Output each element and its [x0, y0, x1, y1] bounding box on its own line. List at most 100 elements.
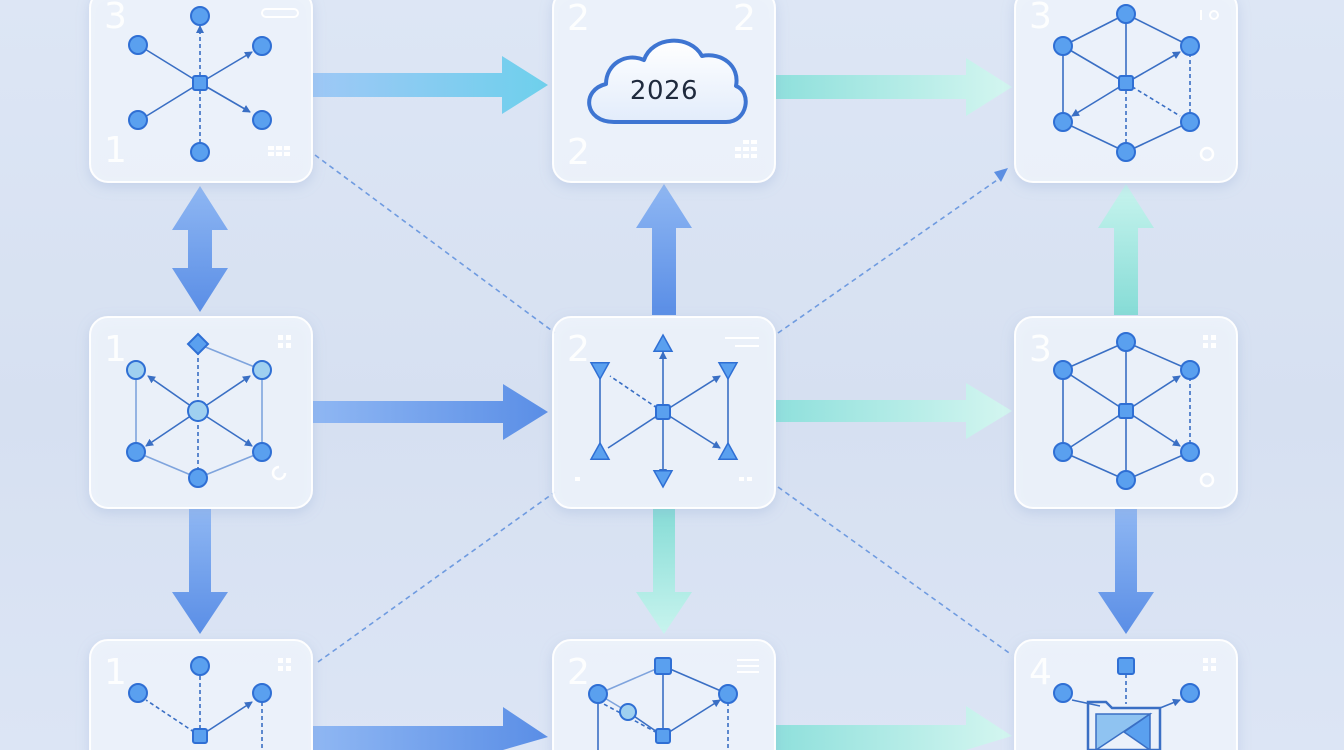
network-arrow [1125, 410, 1181, 447]
card: 1 [89, 639, 313, 750]
network-edge [139, 82, 201, 121]
ring-icon [1199, 472, 1215, 488]
network-node [1180, 360, 1200, 380]
network-graphics [126, 4, 1200, 750]
network-node [652, 333, 674, 352]
network-arrow [662, 411, 721, 449]
card-top-right-label: 2 [733, 0, 756, 39]
network-node [1117, 657, 1135, 675]
network-node [589, 362, 611, 381]
network-graphic [128, 6, 272, 162]
network-arrow [1125, 51, 1181, 84]
card-bottom-label: 1 [104, 130, 127, 171]
arrow-c1-up [636, 184, 692, 315]
card-top-label: 2 [567, 0, 590, 39]
network-node [186, 332, 210, 356]
network-node [1053, 442, 1073, 462]
arrow-r0-right-2 [776, 58, 1012, 116]
ring-icon [1199, 146, 1215, 162]
network-node [252, 36, 272, 56]
network-node [1116, 470, 1136, 490]
arrow-r0-right-1 [313, 56, 548, 114]
network-edge [1062, 341, 1127, 371]
network-node [190, 6, 210, 26]
network-graphic [1053, 4, 1200, 162]
network-arrow [1159, 698, 1181, 709]
network-edge [662, 665, 729, 695]
arrow-r2-right-1 [313, 707, 548, 750]
network-node [589, 441, 611, 460]
network-arrow [662, 375, 721, 413]
network-node [655, 728, 671, 744]
dashed-connectors [314, 154, 1013, 663]
network-edge [1062, 451, 1127, 481]
card-top-label: 3 [1029, 329, 1052, 370]
network-node [588, 684, 608, 704]
network-edge [1062, 13, 1127, 47]
network-node [1116, 4, 1136, 24]
network-graphic [589, 333, 739, 489]
dots-icon [739, 477, 752, 481]
network-edge [1125, 451, 1191, 481]
network-node [128, 683, 148, 703]
network-node [652, 470, 674, 489]
dots-icon [278, 335, 291, 348]
network-node [252, 110, 272, 130]
network-node [619, 703, 637, 721]
card-top-label: 2 [567, 652, 590, 693]
dots-icon [1203, 658, 1216, 671]
network-node [192, 75, 208, 91]
card-bottom-label: 2 [567, 132, 590, 173]
dots-icon [1203, 335, 1216, 348]
network-edge [139, 45, 201, 84]
network-node [1118, 75, 1134, 91]
network-arrow [199, 51, 253, 84]
dashed-connector [314, 154, 556, 334]
card-top-label: 3 [1029, 0, 1052, 37]
network-node [1180, 112, 1200, 132]
card-top-label: 1 [104, 652, 127, 693]
network-arrow [1071, 82, 1127, 117]
network-arrow [199, 82, 251, 113]
network-node [718, 684, 738, 704]
dots-icon [278, 658, 291, 671]
network-edge [597, 665, 664, 695]
network-edge [1125, 341, 1191, 371]
hourglass-icon [1122, 712, 1151, 750]
flow-arrows [172, 56, 1154, 750]
network-edge [1062, 121, 1127, 153]
dashed-connector [777, 486, 1013, 656]
network-edge [1125, 121, 1191, 153]
network-graphic [128, 656, 272, 750]
dot-icon [575, 477, 580, 481]
network-node [126, 360, 146, 380]
card: 2 [552, 639, 776, 750]
dashed-arrowhead [994, 168, 1008, 182]
arrow-r1-right-1 [313, 384, 548, 440]
network-graphic [588, 657, 738, 750]
network-node [128, 35, 148, 55]
cloud-year-label: 2026 [630, 76, 698, 106]
network-node [655, 404, 671, 420]
network-graphic [1053, 657, 1200, 750]
network-arrow [662, 699, 721, 737]
network-edge [1062, 369, 1127, 412]
card-top-label: 1 [104, 329, 127, 370]
dashed-connector [317, 491, 556, 663]
network-node [717, 441, 739, 460]
grid-icon [735, 140, 757, 158]
network-node [190, 142, 210, 162]
network-node [128, 110, 148, 130]
network-node [126, 442, 146, 462]
network-edge [1071, 699, 1101, 707]
card-top-label: 4 [1029, 652, 1052, 693]
arrow-c1-down [636, 509, 692, 634]
network-node [1053, 36, 1073, 56]
network-node [252, 442, 272, 462]
network-node [1053, 360, 1073, 380]
arrow-c2-down [1098, 509, 1154, 634]
grid-icon [268, 146, 290, 156]
network-arrow [1125, 375, 1181, 412]
menu-icon [725, 337, 759, 347]
